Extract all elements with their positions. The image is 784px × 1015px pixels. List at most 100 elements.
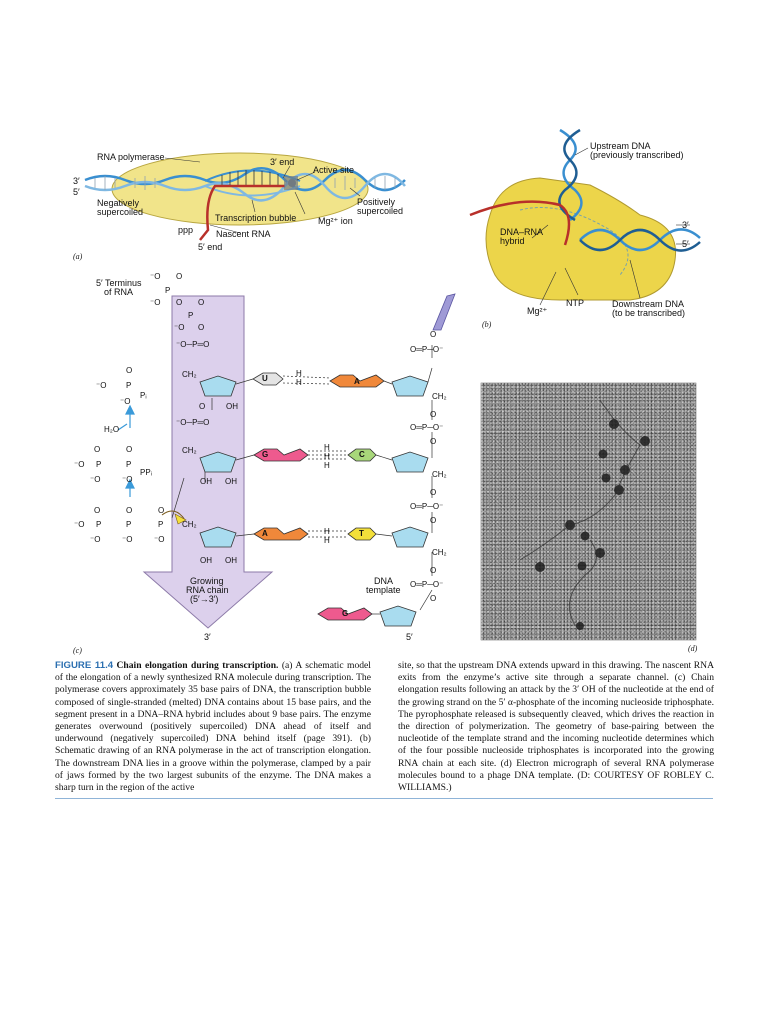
dna-sugar-2 <box>391 451 429 473</box>
rna-ribose-1 <box>199 375 237 397</box>
chem-oh-2: OH <box>200 477 212 486</box>
label-mg-b: Mg²⁺ <box>527 306 548 316</box>
chem-ppi-o-1: O <box>94 445 101 454</box>
dna-sugar-3 <box>391 526 429 548</box>
panel-label-a: (a) <box>73 252 83 261</box>
h-bond-labels-1: H H <box>296 369 302 387</box>
electron-micrograph <box>481 383 696 640</box>
chem-ppi-p-2: P <box>126 460 132 469</box>
label-active-site: Active site <box>313 165 355 175</box>
chem-dna-o-4: O <box>430 516 437 525</box>
label-previously-transcribed: (previously transcribed) <box>590 150 684 160</box>
hybrid-rungs <box>221 170 279 186</box>
label-rna-chain: RNA chain <box>186 585 229 595</box>
chem-dna-phosphate-4: O═P─O⁻ <box>410 580 444 589</box>
chem-dna-phosphate-1: O═P─O⁻ <box>410 345 444 354</box>
chem-o-2: O <box>176 298 183 307</box>
label-downstream-dna: Downstream DNA <box>612 299 685 309</box>
chem-dna-phosphate-3: O═P─O⁻ <box>410 502 444 511</box>
base-g-label: G <box>262 450 269 459</box>
chem-dna-o-0: O <box>430 330 437 339</box>
incoming-arrow <box>432 293 456 331</box>
chem-dna-o-2: O <box>430 437 437 446</box>
base-g-dna-label: G <box>342 609 349 618</box>
base-u-shape <box>252 372 284 386</box>
figure-number: FIGURE 11.4 <box>55 660 114 671</box>
label-ntp: NTP <box>566 298 584 308</box>
caption-left-column: FIGURE 11.4 Chain elongation during tran… <box>55 660 371 794</box>
label-strand-5-b: 5′ <box>682 239 689 249</box>
label-negatively: Negatively <box>97 198 140 208</box>
label-dna: DNA <box>374 576 394 586</box>
label-hybrid: hybrid <box>500 236 525 246</box>
label-ppp: ppp <box>178 225 194 235</box>
chem-ntp-o-2: O <box>126 506 133 515</box>
base-a-shape <box>253 527 309 541</box>
chem-dna-ch2-1: CH₂ <box>432 392 447 401</box>
label-upstream-dna: Upstream DNA <box>590 141 651 151</box>
hydrogen-bonds <box>282 375 348 538</box>
base-c-dna-label: C <box>359 450 365 459</box>
chem-ppi-p-1: P <box>96 460 102 469</box>
cleavage-arrows <box>117 404 135 497</box>
chem-pi-o: O <box>126 366 133 375</box>
chem-ch2-1: CH₂ <box>182 370 197 379</box>
h-bond-labels-2: H H H <box>324 443 330 470</box>
chem-dna-o-3: O <box>430 488 437 497</box>
label-supercoiled-neg: supercoiled <box>97 207 144 217</box>
label-pi: Pᵢ <box>140 391 147 400</box>
caption-right-column: site, so that the upstream DNA extends u… <box>398 660 714 794</box>
chem-ntp-o-minus-4: ⁻O <box>154 535 165 544</box>
label-positively: Positively <box>357 197 396 207</box>
leader-lines-b <box>531 147 690 306</box>
chem-oh-1: OH <box>226 402 238 411</box>
groove-b <box>519 207 629 276</box>
rna-ribose-3 <box>199 526 237 548</box>
caption-rule <box>55 798 713 799</box>
chem-o-4: O <box>198 323 205 332</box>
label-of-rna: of RNA <box>104 287 134 297</box>
label-3prime-bottom: 3′ <box>204 632 211 642</box>
chem-oh-4: OH <box>200 556 212 565</box>
label-strand-5-a: 5′ <box>73 187 80 197</box>
dna-sugar-4 <box>379 605 417 627</box>
label-to-be-transcribed: (to be transcribed) <box>612 308 686 318</box>
chem-p-1: P <box>165 286 171 295</box>
label-transcription-bubble: Transcription bubble <box>215 213 297 223</box>
chem-oh-3: OH <box>225 477 237 486</box>
label-strand-3-a: 3′ <box>73 176 80 186</box>
chem-o-3: O <box>198 298 205 307</box>
base-a-label: A <box>262 529 268 538</box>
chem-ppi-o-2: O <box>126 445 133 454</box>
chem-rna-phosphate-1: ⁻O─P═O <box>176 340 210 349</box>
leader-lines-a <box>164 157 361 234</box>
chem-o-minus-2: ⁻O <box>150 298 161 307</box>
chem-dna-ch2-2: CH₂ <box>432 470 447 479</box>
panel-label-c: (c) <box>73 646 82 655</box>
chem-ntp-o-minus-2: ⁻O <box>90 535 101 544</box>
chem-ntp-p-3: P <box>158 520 164 529</box>
base-u-label: U <box>262 374 268 383</box>
chem-ch2-2: CH₂ <box>182 446 197 455</box>
chem-ntp-o-1: O <box>94 506 101 515</box>
label-ppi: PPᵢ <box>140 468 152 477</box>
label-3prime-end: 3′ end <box>270 157 295 167</box>
label-supercoiled-pos: supercoiled <box>357 206 404 216</box>
chem-dna-phosphate-2: O═P─O⁻ <box>410 423 444 432</box>
chem-pi-o-minus-2: ⁻O <box>120 397 131 406</box>
chem-dna-o-1: O <box>430 410 437 419</box>
chem-rna-phosphate-2: ⁻O─P═O <box>176 418 210 427</box>
base-t-dna-label: T <box>359 529 364 538</box>
attack-arrow <box>161 510 186 521</box>
label-rna-polymerase: RNA polymerase <box>97 152 165 162</box>
caption-left-text: (a) A schematic model of the elongation … <box>55 660 371 794</box>
label-nascent-rna: Nascent RNA <box>216 229 271 239</box>
panel-label-b: (b) <box>482 320 492 329</box>
chem-ppi-o-minus-2: ⁻O <box>90 475 101 484</box>
upstream-dna-b1 <box>559 128 583 221</box>
chem-pi-p: P <box>126 381 132 390</box>
dna-strand-bottom <box>84 172 406 202</box>
chem-p-2: P <box>188 311 194 320</box>
